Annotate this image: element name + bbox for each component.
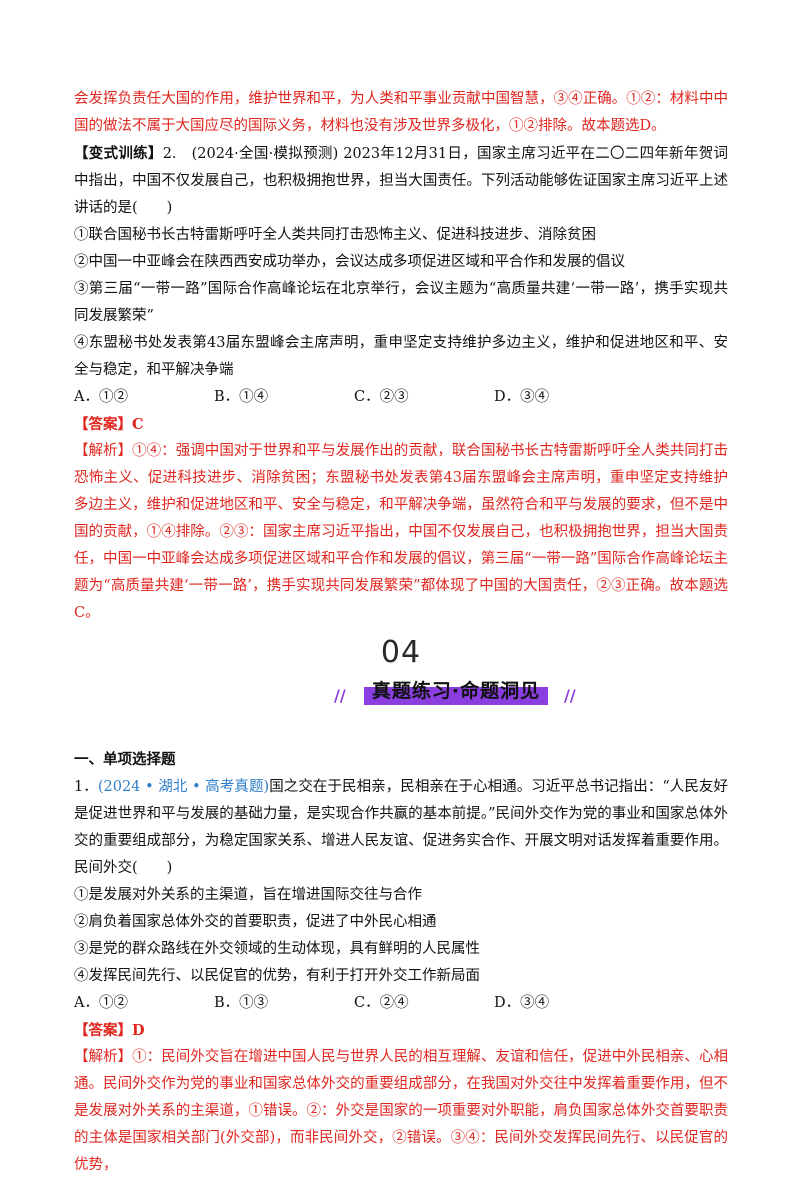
q2-options: A．①② B．①④ C．②③ D．③④ [74, 384, 728, 411]
q2-answer: 【答案】C [74, 416, 144, 433]
banner-title: 真题练习·命题洞见 [371, 680, 541, 702]
q2-option-b: B．①④ [214, 389, 269, 405]
q2-item-2: ②中国一中亚峰会在陕西西安成功举办，会议达成多项促进区域和平合作和发展的倡议 [74, 254, 625, 270]
q2-item-3: ③第三届“一带一路”国际合作高峰论坛在北京举行，会议主题为“高质量共建‘一带一路… [74, 281, 728, 324]
section-title: 一、单项选择题 [74, 752, 176, 768]
prev-analysis-tail: 会发挥负责任大国的作用，维护世界和平，为人类和平事业贡献中国智慧，③④正确。①②… [74, 91, 728, 134]
q1-option-d: D．③④ [494, 995, 550, 1011]
q2-stem-text: 2. (2024·全国·模拟预测) 2023年12月31日，国家主席习近平在二〇… [74, 146, 728, 216]
banner-number: 04 [380, 635, 422, 670]
q1-item-2: ②肩负着国家总体外交的首要职责，促进了中外民心相通 [74, 914, 437, 930]
banner-title-box: // 真题练习·命题洞见 // [334, 677, 576, 707]
document-page: 会发挥负责任大国的作用，维护世界和平，为人类和平事业贡献中国智慧，③④正确。①②… [74, 91, 728, 1173]
q1-number: 1． [74, 779, 98, 795]
q1-options: A．①② B．①③ C．②④ D．③④ [74, 990, 728, 1017]
q1-analysis: 【解析】①：民间外交旨在增进中国人民与世界人民的相互理解、友谊和信任，促进中外民… [74, 1049, 728, 1173]
banner-slash-right-icon: // [564, 686, 576, 705]
q2-item-4: ④东盟秘书处发表第43届东盟峰会主席声明，重申坚定支持维护多边主义，维护和促进地… [74, 335, 728, 378]
q1-item-1: ①是发展对外关系的主渠道，旨在增进国际交往与合作 [74, 887, 422, 903]
q1-answer: 【答案】D [74, 1022, 145, 1039]
q2-stem: 【变式训练】2. (2024·全国·模拟预测) 2023年12月31日，国家主席… [74, 140, 728, 222]
document-content: 会发挥负责任大国的作用，维护世界和平，为人类和平事业贡献中国智慧，③④正确。①②… [74, 86, 728, 1179]
q1-stem: 1．(2024 • 湖北 • 高考真题)国之交在于民相亲，民相亲在于心相通。习近… [74, 774, 728, 882]
q2-option-d: D．③④ [494, 389, 550, 405]
q1-option-b: B．①③ [214, 995, 269, 1011]
q1-item-3: ③是党的群众路线在外交领域的生动体现，具有鲜明的人民属性 [74, 941, 480, 957]
q1-option-a: A．①② [74, 995, 128, 1011]
q2-item-1: ①联合国秘书长古特雷斯呼吁全人类共同打击恐怖主义、促进科技进步、消除贫困 [74, 227, 596, 243]
q1-source: (2024 • 湖北 • 高考真题) [97, 779, 270, 795]
q2-analysis: 【解析】①④：强调中国对于世界和平与发展作出的贡献，联合国秘书长古特雷斯呼吁全人… [74, 443, 728, 621]
q1-option-c: C．②④ [354, 995, 409, 1011]
banner-slash-left-icon: // [334, 686, 346, 705]
q2-option-a: A．①② [74, 389, 128, 405]
q2-tag: 【变式训练】 [74, 145, 163, 162]
q1-stem-text: 国之交在于民相亲，民相亲在于心相通。习近平总书记指出：“人民友好是促进世界和平与… [74, 779, 728, 876]
section-banner: 04 // 真题练习·命题洞见 // [74, 635, 728, 731]
banner-highlight-bar [364, 687, 548, 705]
q2-option-c: C．②③ [354, 389, 409, 405]
q1-item-4: ④发挥民间先行、以民促官的优势，有利于打开外交工作新局面 [74, 968, 480, 984]
